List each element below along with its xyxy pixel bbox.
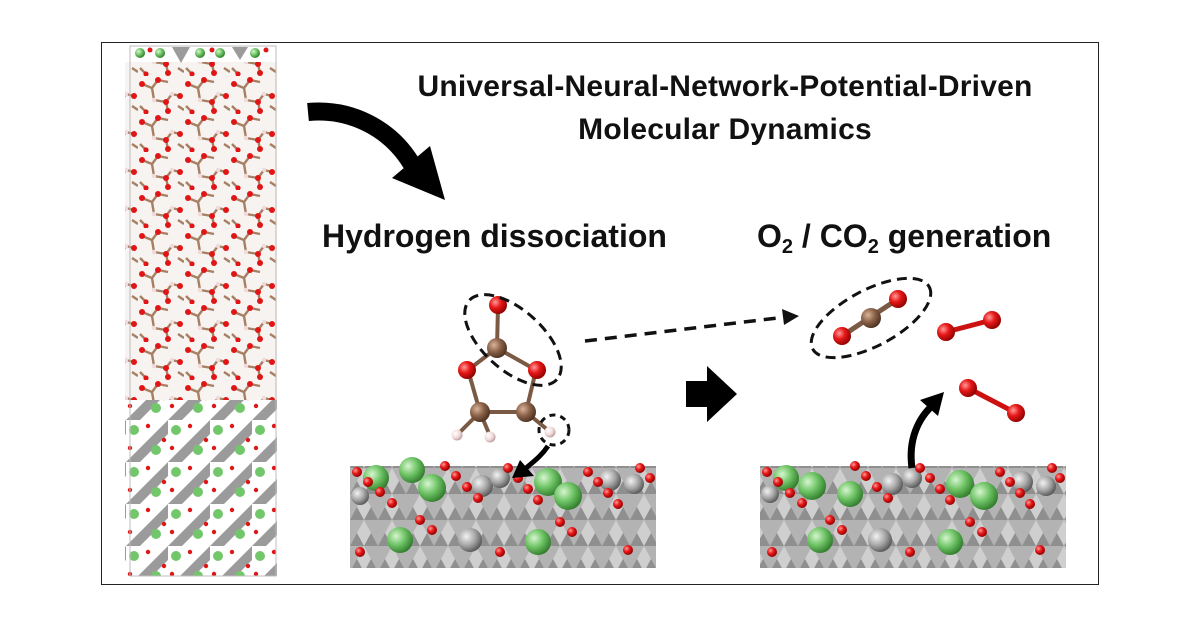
co2-molecule [833, 290, 907, 345]
title-line-1: Universal-Neural-Network-Potential-Drive… [417, 70, 1033, 103]
cathode-slab-region [125, 400, 277, 576]
title-line-2: Molecular Dynamics [578, 113, 872, 146]
o2-co2-generation-label: O2 / CO2 generation [757, 218, 1052, 258]
release-arrow [907, 392, 944, 469]
ec-hydrogen [484, 431, 496, 443]
ethylene-carbonate-molecule [451, 296, 556, 443]
o2-molecule [937, 311, 1001, 341]
surface-left-gray-atoms [351, 468, 644, 552]
surface-right [760, 461, 1066, 568]
hydrogen-dissociation-label: Hydrogen dissociation [322, 218, 667, 254]
dissociating-hydrogen [544, 426, 556, 438]
cell-boundary [129, 45, 277, 577]
electrolyte-region [125, 62, 277, 400]
md-simulation-cell [125, 45, 277, 577]
curved-arrow [307, 102, 445, 200]
ec-ring-oxygen [458, 361, 476, 379]
co2-oxygen [833, 327, 851, 345]
reaction-arrow [686, 366, 737, 422]
ec-carbonyl-carbon [487, 338, 507, 358]
top-slab-layer [135, 47, 269, 63]
co2-highlight [809, 276, 933, 360]
ec-ring-carbon [470, 402, 490, 422]
o2-molecule [959, 379, 1025, 422]
surface-left-green-atoms [363, 457, 582, 555]
ec-hydrogen [451, 429, 463, 441]
surface-left [350, 457, 656, 568]
ec-ring-carbon [516, 402, 536, 422]
ec-ring-oxygen [528, 361, 546, 379]
surface-left-oxygen-atoms [352, 461, 655, 557]
co2-oxygen [889, 290, 907, 308]
hydrogen-highlight [537, 413, 571, 447]
co2-carbon [861, 308, 881, 328]
dashed-transfer-arrow [584, 309, 799, 343]
co2-fragment-highlight [463, 293, 563, 387]
ec-carbonyl-oxygen [489, 296, 507, 314]
hydrogen-transfer-arrow [512, 444, 551, 478]
